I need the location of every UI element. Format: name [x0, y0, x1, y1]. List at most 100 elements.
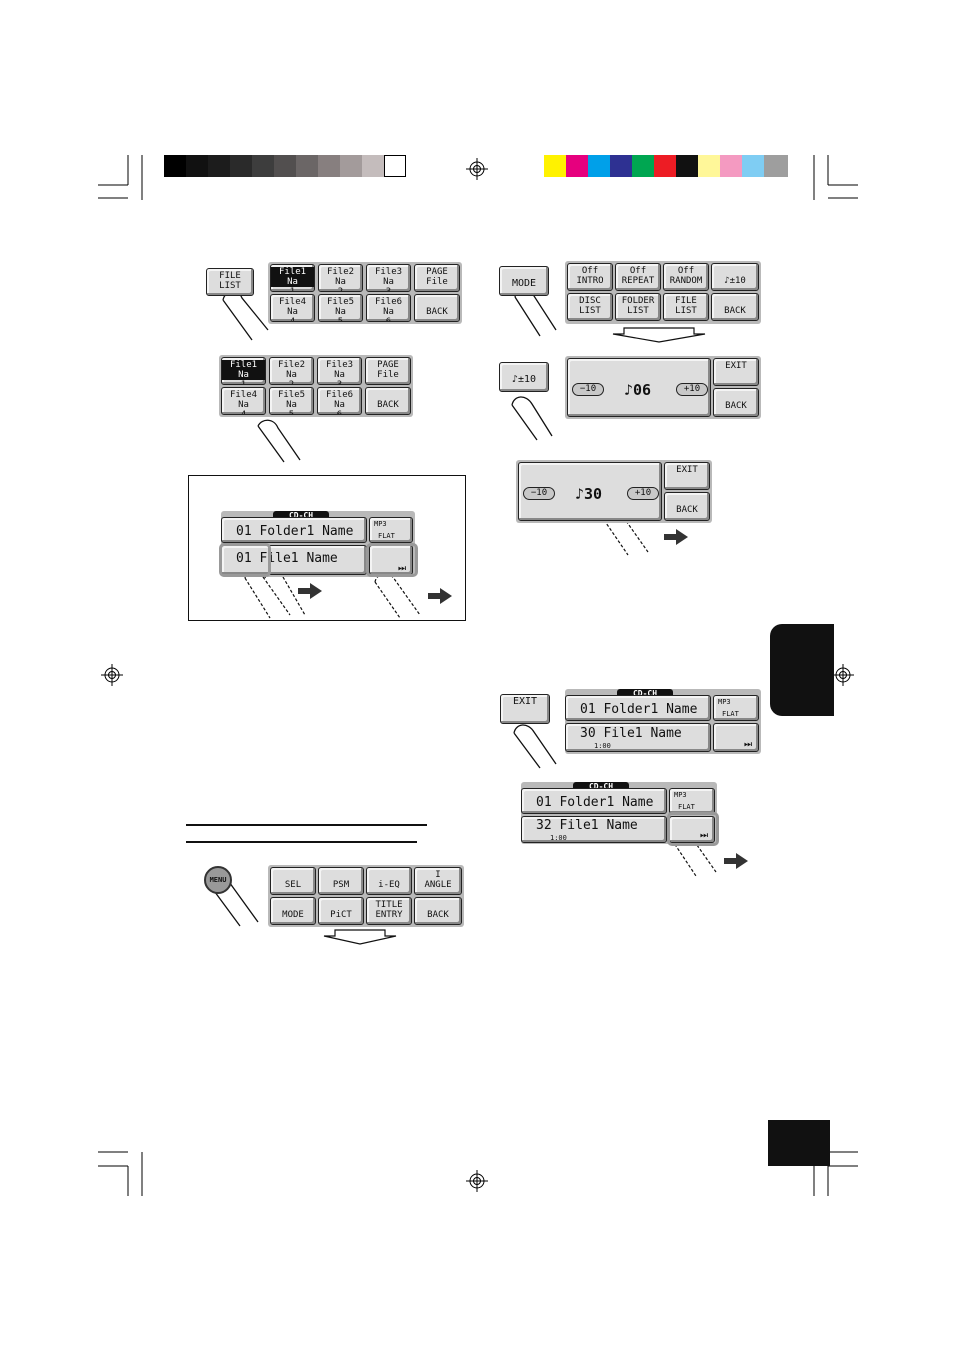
elapsed-time: 1:00 — [594, 742, 611, 750]
plus-10-button[interactable]: +10 — [627, 487, 659, 500]
back-button[interactable]: BACK — [713, 388, 759, 417]
next-highlight — [667, 812, 719, 846]
color-swatch — [566, 155, 588, 177]
gray-swatch — [208, 155, 230, 177]
gray-swatch — [230, 155, 252, 177]
next-icon: ⏭ — [700, 831, 709, 841]
next-icon: ⏭ — [744, 740, 753, 750]
menu-ieq-button[interactable]: i-EQ — [366, 867, 412, 895]
menu-pict-button[interactable]: PiCT — [318, 897, 364, 925]
file-name: 32 File1 Name — [536, 818, 638, 833]
back-button[interactable]: BACK — [414, 294, 460, 322]
skip-10-button[interactable]: ♪±10 — [711, 263, 759, 291]
next-button[interactable]: ⏭ — [369, 545, 413, 575]
next-highlight — [366, 543, 418, 577]
gray-swatch — [362, 155, 384, 177]
source-display-3: CD-CH 01 Folder1 Name MP3 FLAT 32 File1 … — [521, 782, 717, 844]
exit-button[interactable]: EXIT — [500, 694, 550, 724]
skip-display: −10 ♪06 +10 — [567, 358, 711, 417]
minus-10-button[interactable]: −10 — [523, 487, 555, 500]
right-arrow-icon — [440, 588, 452, 604]
sound-mode-label: FLAT — [378, 532, 395, 540]
sound-mode-button[interactable]: MP3 FLAT — [669, 788, 715, 814]
color-swatch — [742, 155, 764, 177]
file-name: 01 File1 Name — [236, 551, 338, 566]
color-swatch — [764, 155, 788, 177]
skip-display: −10 ♪30 +10 — [518, 462, 662, 521]
gray-swatch — [186, 155, 208, 177]
file-list-button[interactable]: FILE LIST — [206, 268, 254, 296]
mode-button[interactable]: MODE — [499, 266, 549, 296]
exit-button[interactable]: EXIT — [664, 462, 710, 490]
down-arrow — [612, 327, 706, 343]
menu-back-button[interactable]: BACK — [414, 897, 462, 925]
format-label: MP3 — [718, 698, 731, 706]
next-button[interactable]: ⏭ — [713, 723, 759, 752]
track-number: ♪30 — [575, 485, 603, 503]
down-arrow — [323, 929, 397, 945]
registration-mark-top — [466, 158, 488, 180]
folder-row: 01 Folder1 Name — [521, 788, 667, 814]
format-label: MP3 — [374, 520, 387, 528]
file-row: 32 File1 Name 1:00 — [521, 816, 667, 843]
color-swatch — [544, 155, 566, 177]
sound-mode-label: FLAT — [678, 803, 695, 811]
gray-swatch — [252, 155, 274, 177]
registration-mark-left — [101, 664, 123, 686]
menu-sel-button[interactable]: SEL — [270, 867, 316, 895]
skip-panel-2: −10 ♪30 +10 EXIT BACK — [516, 460, 712, 523]
mode-back-button[interactable]: BACK — [711, 293, 759, 321]
sound-mode-button[interactable]: MP3 FLAT — [713, 695, 759, 721]
folder-name: 01 Folder1 Name — [580, 702, 698, 717]
menu-mode-button[interactable]: MODE — [270, 897, 316, 925]
minus-10-button[interactable]: −10 — [572, 383, 604, 396]
menu-button[interactable]: MENU — [204, 866, 232, 894]
skip-10-button[interactable]: ♪±10 — [499, 362, 549, 392]
back-button[interactable]: BACK — [365, 387, 411, 415]
back-button[interactable]: BACK — [664, 492, 710, 521]
folder-row: 01 Folder1 Name — [565, 695, 711, 721]
finger-pointer — [257, 419, 301, 463]
folder-name: 01 Folder1 Name — [536, 795, 654, 810]
gray-swatch — [318, 155, 340, 177]
finger-pointer — [222, 290, 269, 341]
sound-mode-button[interactable]: MP3 FLAT — [369, 517, 413, 543]
right-arrow-icon — [676, 529, 688, 545]
plus-10-button[interactable]: +10 — [676, 383, 708, 396]
menu-psm-button[interactable]: PSM — [318, 867, 364, 895]
folder-row: 01 Folder1 Name — [221, 517, 367, 543]
rule-line — [186, 824, 427, 826]
exit-button[interactable]: EXIT — [713, 358, 759, 386]
skip-panel: −10 ♪06 +10 EXIT BACK — [565, 356, 761, 419]
color-swatch — [632, 155, 654, 177]
format-label: MP3 — [674, 791, 687, 799]
skip-illustration-frame — [188, 475, 466, 621]
gray-swatch — [384, 155, 406, 177]
color-swatch — [588, 155, 610, 177]
